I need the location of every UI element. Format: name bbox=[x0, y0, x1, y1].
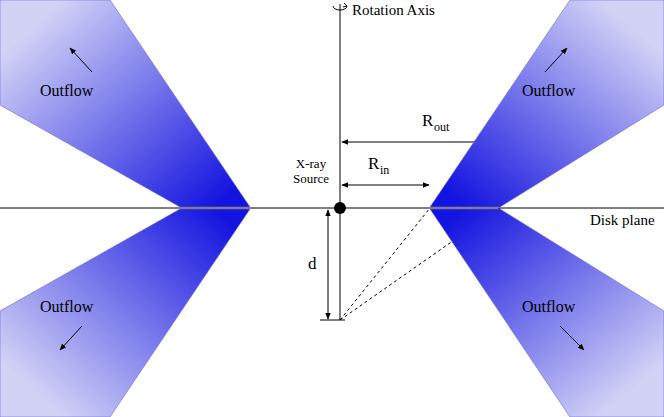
outflow-cone: Outflow bbox=[430, 209, 664, 417]
distance-label: d bbox=[308, 254, 317, 274]
cone-shape bbox=[0, 209, 250, 417]
rotation-axis-line bbox=[340, 4, 341, 320]
rotation-symbol-head bbox=[343, 3, 347, 7]
flow-arrow bbox=[560, 326, 584, 350]
d-arrow bbox=[328, 210, 329, 319]
outflow-cone: Outflow bbox=[0, 209, 250, 417]
cone-fill bbox=[0, 0, 250, 207]
plane-label: Disk plane bbox=[590, 212, 655, 229]
cone-fill bbox=[0, 209, 250, 417]
flow-arrow bbox=[70, 48, 92, 72]
x-ray-source-dot bbox=[334, 202, 346, 214]
outflow-label: Outflow bbox=[40, 82, 93, 100]
sight-line-inner bbox=[340, 208, 430, 320]
outflow-cone: Outflow bbox=[0, 0, 250, 207]
radius-symbol: R bbox=[368, 154, 379, 174]
axis-label: Rotation Axis bbox=[352, 2, 435, 19]
radius-subscript: in bbox=[380, 164, 389, 178]
flow-arrow bbox=[60, 326, 82, 350]
outflow-label: Outflow bbox=[40, 298, 93, 316]
outflow-label: Outflow bbox=[522, 298, 575, 316]
flow-arrow bbox=[545, 48, 567, 72]
cone-fill bbox=[430, 0, 664, 207]
cone-shape bbox=[430, 0, 664, 207]
disk-plane-line bbox=[0, 208, 664, 209]
cone-shape bbox=[0, 0, 250, 207]
outflow-label: Outflow bbox=[522, 82, 575, 100]
r-in-arrow bbox=[342, 185, 429, 186]
outflow-cone: Outflow bbox=[430, 0, 664, 207]
radius-symbol: R bbox=[422, 111, 433, 131]
radius-subscript: out bbox=[434, 121, 449, 135]
cone-fill bbox=[430, 209, 664, 417]
source-label: X-ray Source bbox=[286, 157, 336, 187]
